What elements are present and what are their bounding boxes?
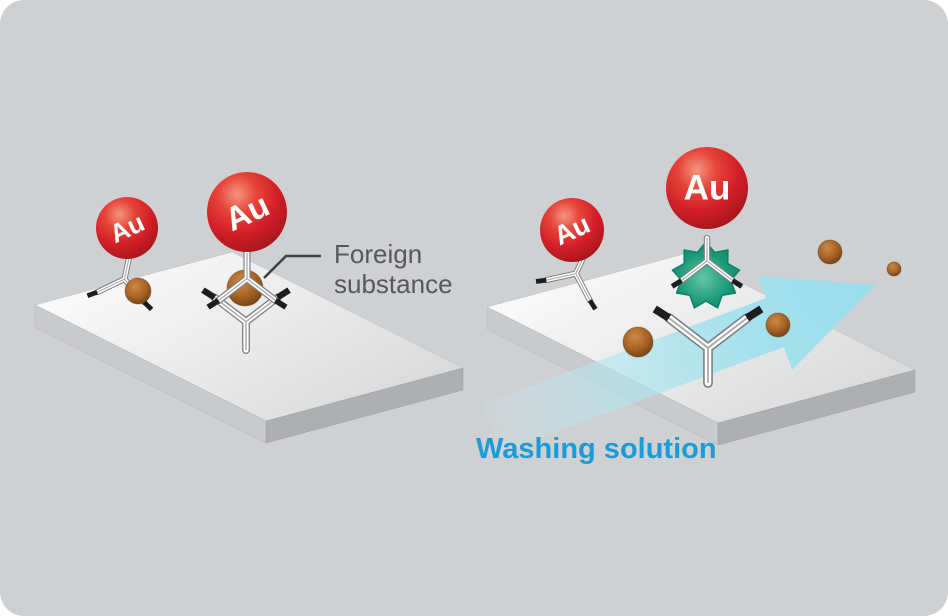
antigen-icon (671, 241, 741, 309)
foreign-substance-particle (622, 326, 654, 358)
foreign-substance-particle (124, 277, 152, 305)
washing-panel: Au Au Washing solution (476, 147, 916, 465)
gold-nanoparticle: Au (207, 172, 287, 252)
foreign-substance-label-line1: Foreign (334, 239, 422, 269)
gold-nanoparticle: Au (96, 197, 158, 259)
gold-nanoparticle: Au (540, 198, 604, 262)
before-wash-panel: Au Au Foreign substance (34, 172, 464, 444)
foreign-substance-label-line2: substance (334, 269, 453, 299)
au-label: Au (684, 169, 731, 208)
gold-nanoparticle: Au (666, 147, 748, 229)
washing-solution-label: Washing solution (476, 433, 717, 465)
foreign-substance-particle (817, 239, 843, 265)
label-pointer-line (263, 254, 321, 279)
foreign-substance-particle (886, 261, 902, 277)
foreign-substance-particle (765, 312, 791, 338)
